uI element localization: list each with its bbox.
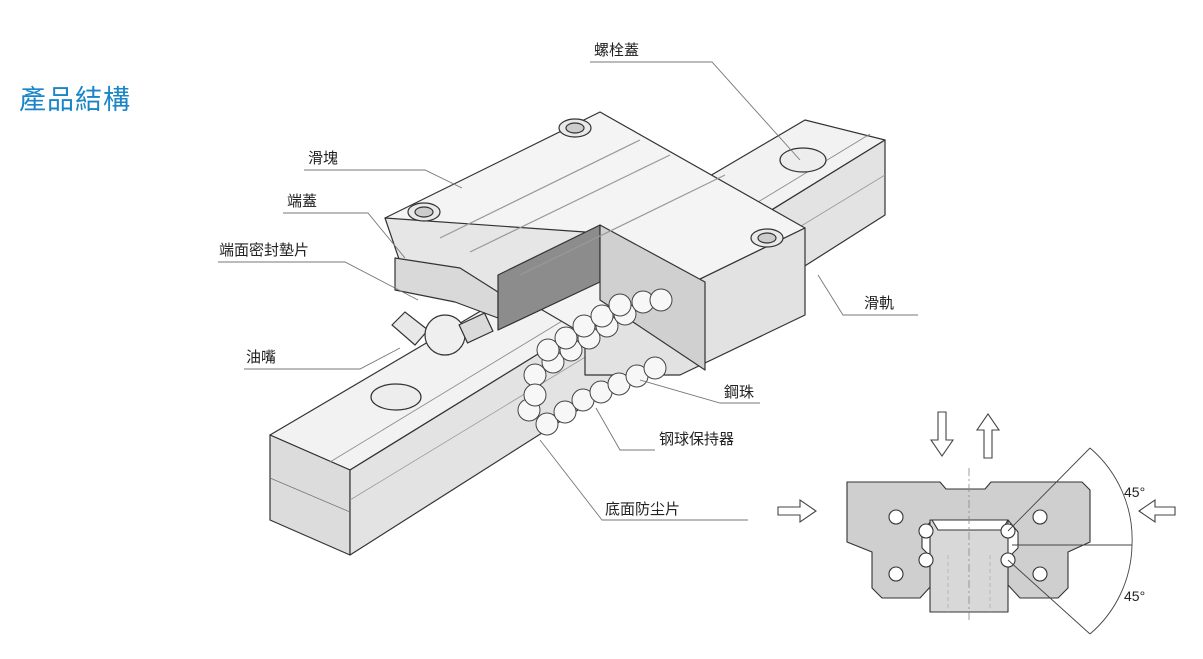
label-slider-block: 滑塊 (308, 149, 338, 167)
slider-block-drawing (384, 111, 806, 376)
cross-section-drawing (846, 468, 1091, 622)
angle-lower: 45° (1124, 588, 1145, 604)
page-title: 產品結構 (19, 85, 131, 116)
arrow-up-icon (975, 413, 1001, 459)
arrow-left-icon (1138, 498, 1176, 524)
arrow-right-icon (777, 498, 817, 524)
leader-lines (218, 61, 918, 521)
steel-balls-drawing (517, 288, 673, 436)
label-end-cap: 端蓋 (287, 192, 317, 210)
angle-dimension (1007, 447, 1133, 635)
label-grease-nipple: 油嘴 (246, 348, 276, 366)
arrow-down-icon (929, 411, 955, 457)
label-end-seal: 端面密封墊片 (219, 241, 309, 259)
label-bolt-cover: 螺栓蓋 (594, 41, 639, 59)
label-bottom-seal: 底面防尘片 (605, 500, 680, 518)
label-rail: 滑軌 (864, 294, 894, 312)
angle-upper: 45° (1124, 484, 1145, 500)
label-ball-retainer: 钢球保持器 (659, 430, 734, 448)
load-arrows (777, 411, 1176, 524)
grease-nipple-drawing (391, 311, 494, 356)
label-steel-ball: 鋼珠 (724, 383, 754, 401)
